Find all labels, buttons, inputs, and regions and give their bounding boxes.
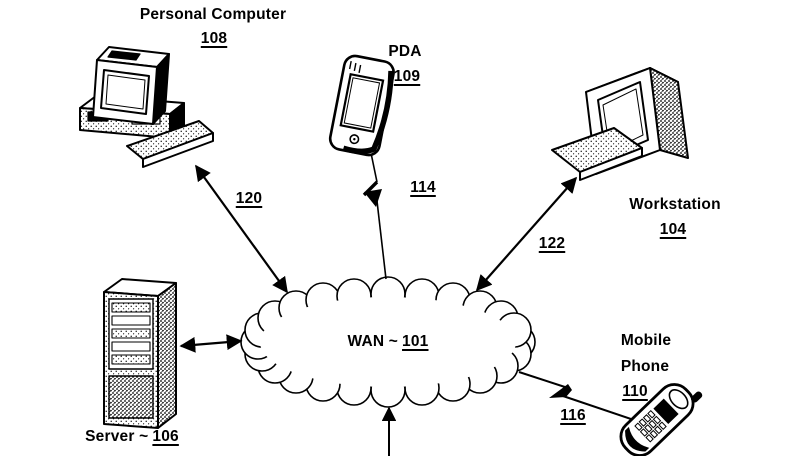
wan-label: WAN ~101 [348, 333, 429, 351]
mobile-phone-label-line2: Phone [620, 358, 670, 375]
cloud-icon [240, 276, 536, 408]
desktop-computer-icon [79, 46, 214, 168]
mobile-phone-icon [619, 383, 703, 456]
pc-wan-arrow [195, 164, 288, 294]
workstation-icon [551, 67, 689, 181]
phone-wan-wireless-link [518, 371, 641, 423]
workstation-wan-arrow [475, 176, 578, 292]
server-label-prefix: Server ~ [85, 428, 149, 445]
pda-wan-wireless-link [362, 152, 387, 280]
pda-label: PDA [388, 43, 422, 60]
wan-label-prefix: WAN ~ [347, 333, 399, 350]
phone-wan-link-ref: 116 [560, 407, 586, 424]
pda-ref: 109 [393, 68, 421, 85]
pc-wan-link-ref: 120 [235, 190, 263, 207]
server-label: Server ~106 [85, 428, 179, 446]
server-ref: 106 [152, 428, 179, 445]
mobile-phone-ref: 110 [622, 383, 648, 400]
pda-wan-link-ref: 114 [410, 179, 436, 196]
workstation-ref: 104 [659, 221, 687, 238]
server-tower-icon [103, 278, 177, 429]
mobile-phone-label-line1: Mobile [620, 332, 672, 349]
personal-computer-label: Personal Computer [139, 6, 287, 23]
pda-icon [328, 54, 395, 157]
wan-ref: 101 [402, 333, 429, 350]
server-wan-arrow [179, 334, 243, 353]
personal-computer-ref: 108 [200, 30, 228, 47]
workstation-label: Workstation [629, 196, 721, 213]
workstation-wan-link-ref: 122 [538, 235, 566, 252]
